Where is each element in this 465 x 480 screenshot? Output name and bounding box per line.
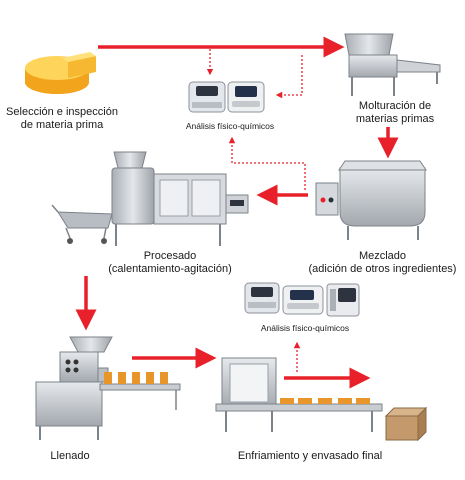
label-enfriamiento: Enfriamiento y envasado final <box>237 450 383 462</box>
analyzer-devices-bottom <box>244 282 360 317</box>
cardboard-box-icon <box>384 406 428 442</box>
grinder-machine-icon <box>344 33 441 96</box>
cooker-machine-icon <box>51 151 249 246</box>
dotted-arrow-from-molturacion <box>275 55 303 99</box>
label-llenado: Llenado <box>50 450 90 462</box>
mixer-machine-icon <box>315 160 427 240</box>
label-mezclado: Mezclado (adición de otros ingredientes) <box>308 250 457 275</box>
label-analysis-bottom: Análisis físico-químicos <box>260 323 350 333</box>
label-procesado: Procesado (calentamiento-agitación) <box>108 250 232 275</box>
cooling-tunnel-icon <box>215 357 383 432</box>
cheese-wheel-icon <box>25 52 96 94</box>
filling-machine-icon <box>35 336 181 440</box>
dotted-arrow-to-analysis-top-2 <box>228 136 306 190</box>
label-analysis-top: Análisis físico-químicos <box>185 121 275 131</box>
packaged-products <box>280 398 370 404</box>
filled-cups <box>104 372 168 384</box>
label-seleccion: Selección e inspección de materia prima <box>6 106 118 131</box>
analyzer-devices-top <box>188 81 265 113</box>
label-molturacion: Molturación de materias primas <box>355 100 435 125</box>
